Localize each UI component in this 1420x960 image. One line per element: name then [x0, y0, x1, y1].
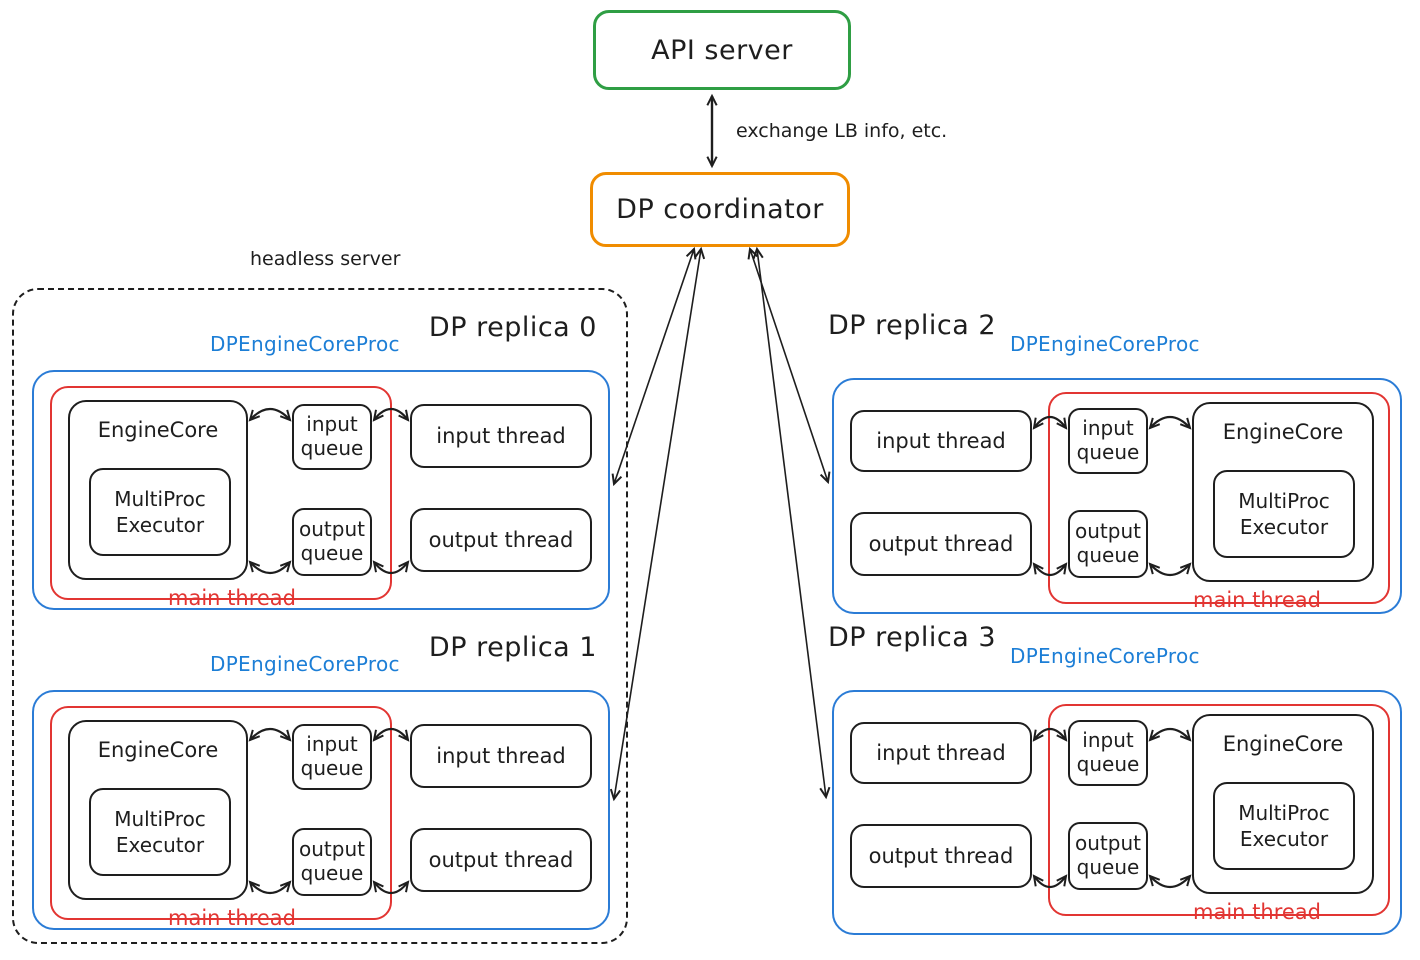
engine-core-box: EngineCore MultiProc Executor [68, 400, 248, 580]
output-thread-box: output thread [410, 508, 592, 572]
input-thread-box: input thread [410, 404, 592, 468]
main-thread-label: main thread [168, 906, 296, 930]
input-thread-box: input thread [850, 722, 1032, 784]
engine-core-box: EngineCore MultiProc Executor [68, 720, 248, 900]
multiproc-executor-box: MultiProc Executor [1213, 470, 1355, 558]
engine-core-label: EngineCore [1222, 732, 1344, 756]
multiproc-executor-box: MultiProc Executor [1213, 782, 1355, 870]
main-thread-label: main thread [1193, 588, 1321, 612]
dp-coordinator-node: DP coordinator [590, 172, 850, 247]
input-queue-box: input queue [1068, 720, 1148, 786]
engine-core-label: EngineCore [1222, 420, 1344, 444]
main-thread-label: main thread [1193, 900, 1321, 924]
input-thread-box: input thread [850, 410, 1032, 472]
output-queue-box: output queue [292, 828, 372, 896]
replica-title: DP replica 1 [428, 632, 597, 663]
input-queue-box: input queue [1068, 408, 1148, 474]
dpenginecoreproc-label: DPEngineCoreProc [1010, 332, 1200, 356]
replica-title: DP replica 3 [828, 622, 997, 653]
main-thread-box [50, 386, 392, 600]
dp-replica-2: DP replica 2 DPEngineCoreProc EngineCore… [828, 310, 1402, 614]
main-thread-label: main thread [168, 586, 296, 610]
api-server-node: API server [593, 10, 851, 90]
engine-core-box: EngineCore MultiProc Executor [1192, 402, 1374, 582]
main-thread-box [1048, 392, 1390, 604]
engine-core-label: EngineCore [97, 738, 219, 762]
input-thread-box: input thread [410, 724, 592, 788]
output-thread-box: output thread [850, 824, 1032, 888]
headless-server-label: headless server [250, 248, 401, 270]
replica-title: DP replica 0 [428, 312, 597, 343]
dpenginecoreproc-box [832, 378, 1402, 614]
exchange-lb-label: exchange LB info, etc. [736, 120, 948, 142]
engine-core-label: EngineCore [97, 418, 219, 442]
output-queue-box: output queue [292, 508, 372, 576]
api-server-label: API server [651, 34, 793, 66]
dpenginecoreproc-label: DPEngineCoreProc [210, 652, 400, 676]
replica-title: DP replica 2 [828, 310, 997, 341]
dpenginecoreproc-label: DPEngineCoreProc [210, 332, 400, 356]
engine-core-box: EngineCore MultiProc Executor [1192, 714, 1374, 894]
output-thread-box: output thread [850, 512, 1032, 576]
dp-replica-0: DP replica 0 DPEngineCoreProc EngineCore… [32, 312, 610, 610]
main-thread-box [50, 706, 392, 920]
output-thread-box: output thread [410, 828, 592, 892]
arrow-coordinator-replica-2 [747, 246, 831, 485]
dpenginecoreproc-box [32, 690, 610, 930]
multiproc-executor-box: MultiProc Executor [89, 468, 231, 556]
dp-replica-1: DP replica 1 DPEngineCoreProc EngineCore… [32, 632, 610, 930]
dp-coordinator-label: DP coordinator [616, 194, 824, 225]
output-queue-box: output queue [1068, 510, 1148, 578]
input-queue-box: input queue [292, 724, 372, 790]
input-queue-box: input queue [292, 404, 372, 470]
dpenginecoreproc-box [832, 690, 1402, 935]
main-thread-box [1048, 704, 1390, 916]
multiproc-executor-box: MultiProc Executor [89, 788, 231, 876]
dp-replica-3: DP replica 3 DPEngineCoreProc EngineCore… [828, 622, 1402, 935]
output-queue-box: output queue [1068, 822, 1148, 890]
dpenginecoreproc-label: DPEngineCoreProc [1010, 644, 1200, 668]
dpenginecoreproc-box [32, 370, 610, 610]
arrow-coordinator-replica-3 [752, 246, 831, 800]
